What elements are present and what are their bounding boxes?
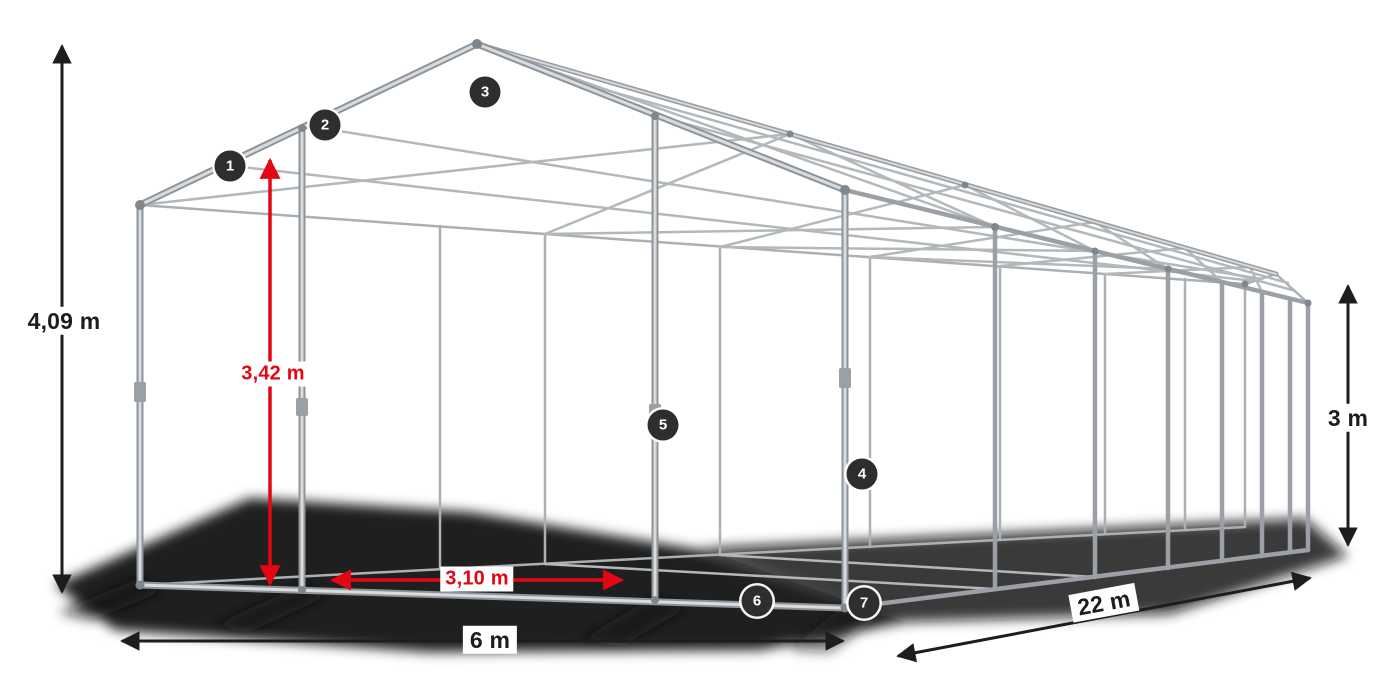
- marker-3[interactable]: 3: [469, 76, 501, 108]
- side-height-label: 3 m: [1320, 403, 1376, 433]
- total-height-label: 4,09 m: [20, 306, 108, 336]
- marker-2[interactable]: 2: [309, 109, 341, 141]
- marker-7-label: 7: [859, 594, 869, 612]
- marker-5-label: 5: [658, 416, 668, 434]
- width-label: 6 m: [462, 625, 518, 655]
- marker-2-label: 2: [320, 116, 330, 134]
- marker-6[interactable]: 6: [741, 585, 773, 617]
- entrance-height-label: 3,42 m: [236, 361, 310, 387]
- marker-3-label: 3: [480, 83, 490, 101]
- marker-1[interactable]: 1: [214, 150, 246, 182]
- marker-4[interactable]: 4: [846, 458, 878, 490]
- marker-6-label: 6: [752, 592, 762, 610]
- entrance-width-label: 3,10 m: [440, 566, 514, 592]
- marker-1-label: 1: [225, 157, 235, 175]
- marker-5[interactable]: 5: [647, 409, 679, 441]
- frame-joints: [134, 39, 1312, 613]
- ridge-beam: [474, 41, 1279, 277]
- ground-shadow: [55, 498, 1348, 652]
- marker-7[interactable]: 7: [848, 587, 880, 619]
- marker-4-label: 4: [857, 465, 867, 483]
